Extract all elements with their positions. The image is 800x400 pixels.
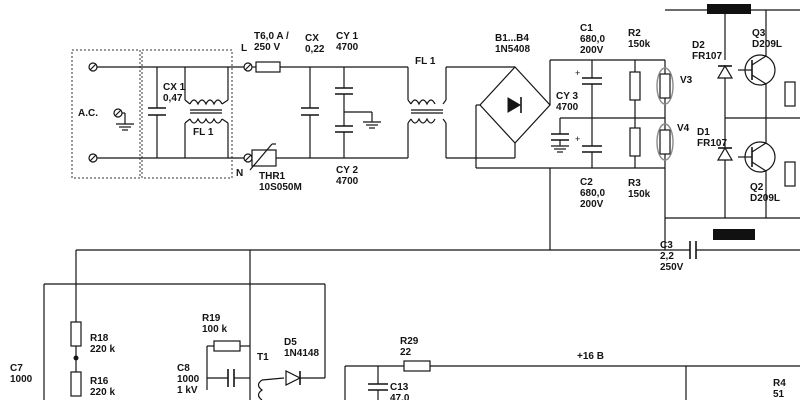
cx1-capacitor <box>148 67 166 158</box>
c3-capacitor <box>76 168 800 259</box>
label-plus16: +16 B <box>577 351 604 362</box>
q3-q2-transistors <box>725 9 800 218</box>
cx-capacitor <box>301 67 319 158</box>
label-r18: R18 220 k <box>90 333 116 355</box>
lower-network <box>43 250 800 400</box>
label-t1: T1 <box>257 352 269 363</box>
bridge-rectifier <box>475 59 665 169</box>
fl1-choke-right <box>407 67 447 158</box>
c1-c2-capacitors: + + <box>560 60 665 169</box>
fuse-symbol <box>255 61 281 73</box>
v3-v4-varistors <box>656 60 674 218</box>
r2-r3-resistors <box>629 60 641 168</box>
redaction-tag-bottom <box>713 229 755 240</box>
label-v4: V4 <box>677 123 690 134</box>
label-n: N <box>236 168 244 179</box>
label-r2: R2 150k <box>628 28 651 50</box>
label-thr1: THR1 10S050M <box>259 171 302 193</box>
redaction-tag-top <box>707 4 751 14</box>
label-r19: R19 100 k <box>202 313 228 335</box>
label-l: L <box>241 43 248 54</box>
svg-text:+: + <box>575 134 580 144</box>
label-d1: D1 FR107 <box>697 127 728 149</box>
label-cy3: CY 3 4700 <box>556 91 579 113</box>
label-r3: R3 150k <box>628 178 651 200</box>
label-q2: Q2 D209L <box>750 182 781 204</box>
label-fl1-left: FL 1 <box>193 127 214 138</box>
label-v3: V3 <box>680 75 693 86</box>
l-n-terminals <box>243 62 253 163</box>
label-r4: R4 51 <box>773 378 786 400</box>
label-d5: D5 1N4148 <box>284 337 320 359</box>
cx1-filter-box <box>141 49 233 179</box>
label-c7: C7 1000 <box>10 363 33 385</box>
label-ac: A.C. <box>78 108 98 119</box>
label-d2: D2 FR107 <box>692 40 723 62</box>
label-fuse: T6,0 A / 250 V <box>254 31 289 53</box>
label-c2: C2 680,0 200V <box>580 177 606 210</box>
label-c1: C1 680,0 200V <box>580 23 606 56</box>
label-cx: CX 0,22 <box>305 33 325 55</box>
label-r29: R29 22 <box>400 336 419 358</box>
label-fl1-right: FL 1 <box>415 56 436 67</box>
label-cy2: CY 2 4700 <box>336 165 359 187</box>
label-cy1: CY 1 4700 <box>336 31 359 53</box>
label-c13: C13 47,0 <box>390 382 410 400</box>
ac-input-box <box>71 49 141 179</box>
label-bridge: B1...B4 1N5408 <box>495 33 531 55</box>
fl1-choke-left <box>184 67 229 158</box>
label-c3: C3 2,2 250V <box>660 240 684 273</box>
thr1-thermistor <box>249 143 277 171</box>
label-c8: C8 1000 1 kV <box>177 363 200 396</box>
earth-ground-ac <box>116 112 134 131</box>
cy1-cy2-capacitors <box>335 67 381 158</box>
cy3-capacitor <box>551 118 569 153</box>
label-cx1: CX 1 0,47 <box>163 82 186 104</box>
label-q3: Q3 D209L <box>752 28 783 50</box>
label-r16: R16 220 k <box>90 376 116 398</box>
d1-d2-diodes <box>665 9 800 219</box>
svg-text:+: + <box>575 68 580 78</box>
